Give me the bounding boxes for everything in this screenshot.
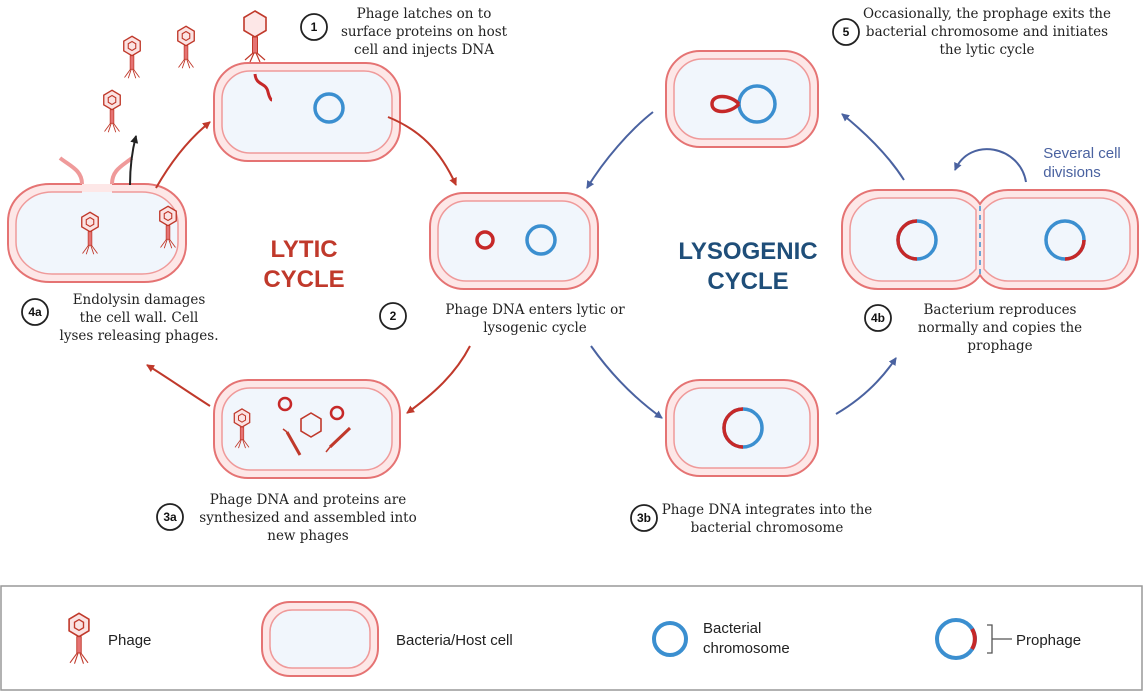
legend-bacteria-label: Bacteria/Host cell	[396, 632, 513, 649]
svg-text:3a: 3a	[163, 510, 177, 524]
svg-text:5: 5	[843, 25, 850, 39]
step-4b-description: Bacterium reproduces normally and copies…	[918, 302, 1082, 354]
svg-text:synthesized and assembled into: synthesized and assembled into	[199, 510, 416, 526]
step-badge-4b: 4b	[864, 304, 892, 332]
svg-text:surface proteins on host: surface proteins on host	[341, 24, 508, 40]
step-badge-4a: 4a	[21, 298, 49, 326]
svg-text:Phage DNA integrates into the: Phage DNA integrates into the	[662, 502, 873, 518]
svg-text:Phage DNA enters lytic or: Phage DNA enters lytic or	[445, 302, 625, 318]
svg-text:Several cell: Several cell	[1043, 145, 1121, 162]
legend-box	[0, 585, 1143, 691]
step-1-description: Phage latches on to surface proteins on …	[341, 6, 508, 58]
phage-tail-icon	[325, 426, 352, 453]
released-phage-icon	[123, 35, 141, 79]
released-phage-icon	[103, 89, 121, 133]
svg-text:lyses releasing phages.: lyses releasing phages.	[60, 328, 219, 344]
svg-text:bacterial chromosome and initi: bacterial chromosome and initiates	[866, 24, 1108, 40]
legend: Phage Bacteria/Host cell Bacterial chrom…	[0, 585, 1143, 691]
cell-divisions-note: Several cell divisions	[1043, 145, 1121, 181]
bacterial-chromosome	[525, 224, 557, 256]
phage-dna-circle	[475, 230, 495, 250]
cell-step-1	[213, 10, 401, 162]
svg-text:divisions: divisions	[1043, 164, 1101, 181]
svg-text:prophage: prophage	[967, 338, 1032, 354]
legend-chromosome-label-line2: chromosome	[703, 640, 790, 657]
step-3a-description: Phage DNA and proteins are synthesized a…	[199, 492, 416, 544]
legend-chromosome-icon	[652, 621, 688, 657]
released-phage-icon	[177, 25, 195, 69]
svg-text:Occasionally, the prophage exi: Occasionally, the prophage exits the	[863, 6, 1111, 22]
svg-text:normally and copies the: normally and copies the	[918, 320, 1082, 336]
prophage-segment	[1064, 239, 1086, 261]
cell-step-2	[429, 192, 599, 290]
step-3b-description: Phage DNA integrates into the bacterial …	[662, 502, 873, 536]
step-badge-3b: 3b	[630, 504, 658, 532]
cell-step-3b	[665, 379, 819, 477]
phage-tail-icon	[282, 428, 302, 456]
lytic-label-line1: LYTIC	[270, 236, 337, 263]
prophage-segment	[722, 407, 744, 449]
lysogenic-arrows	[586, 111, 1027, 419]
svg-text:4b: 4b	[871, 311, 885, 325]
svg-text:4a: 4a	[28, 305, 42, 319]
excised-prophage-loop	[710, 94, 741, 114]
bacterial-chromosome	[313, 92, 345, 124]
svg-text:new phages: new phages	[267, 528, 349, 544]
cell-step-4a-lysing	[7, 156, 187, 283]
svg-text:Phage DNA and proteins are: Phage DNA and proteins are	[210, 492, 406, 508]
step-badge-2: 2	[379, 302, 407, 330]
lysogenic-label-line2: CYCLE	[707, 268, 788, 295]
legend-prophage-label: Prophage	[1016, 632, 1081, 649]
cell-step-3a	[213, 379, 401, 479]
legend-phage-label: Phage	[108, 632, 151, 649]
prophage-segment	[896, 219, 918, 261]
step-badge-1: 1	[300, 13, 328, 41]
step-badge-5: 5	[832, 18, 860, 46]
step-badge-3a: 3a	[156, 503, 184, 531]
phage-capsid-icon	[300, 412, 322, 438]
svg-text:2: 2	[390, 309, 397, 323]
svg-text:the cell wall. Cell: the cell wall. Cell	[80, 310, 199, 326]
svg-text:1: 1	[311, 20, 318, 34]
lytic-label-line2: CYCLE	[263, 266, 344, 293]
lysogenic-label-line1: LYSOGENIC	[678, 238, 817, 265]
svg-text:cell and injects DNA: cell and injects DNA	[354, 42, 494, 58]
svg-text:the lytic cycle: the lytic cycle	[940, 42, 1035, 58]
svg-text:Phage latches on to: Phage latches on to	[357, 6, 492, 22]
ruptured-cell-wall	[58, 156, 134, 185]
step-4a-description: Endolysin damages the cell wall. Cell ly…	[60, 292, 219, 344]
step-2-description: Phage DNA enters lytic or lysogenic cycl…	[445, 302, 625, 336]
svg-text:Bacterium reproduces: Bacterium reproduces	[924, 302, 1077, 318]
divisions-arrow	[954, 148, 1027, 183]
cell-step-4b-dividing	[841, 189, 1139, 290]
svg-text:3b: 3b	[637, 511, 651, 525]
svg-text:bacterial chromosome: bacterial chromosome	[691, 520, 844, 536]
cell-step-5	[665, 50, 819, 148]
release-arrow	[129, 135, 139, 186]
injected-phage-dna	[253, 73, 273, 102]
step-5-description: Occasionally, the prophage exits the bac…	[863, 6, 1111, 58]
legend-prophage-icon	[935, 618, 1012, 660]
attached-phage-icon	[243, 10, 267, 63]
phage-dna-circle	[329, 405, 345, 421]
phage-dna-circle	[277, 396, 293, 412]
lytic-arrows	[146, 116, 471, 414]
legend-chromosome-label-line1: Bacterial	[703, 620, 761, 637]
legend-cell-icon	[261, 601, 379, 677]
svg-text:Endolysin damages: Endolysin damages	[73, 292, 206, 308]
svg-text:lysogenic cycle: lysogenic cycle	[483, 320, 587, 336]
